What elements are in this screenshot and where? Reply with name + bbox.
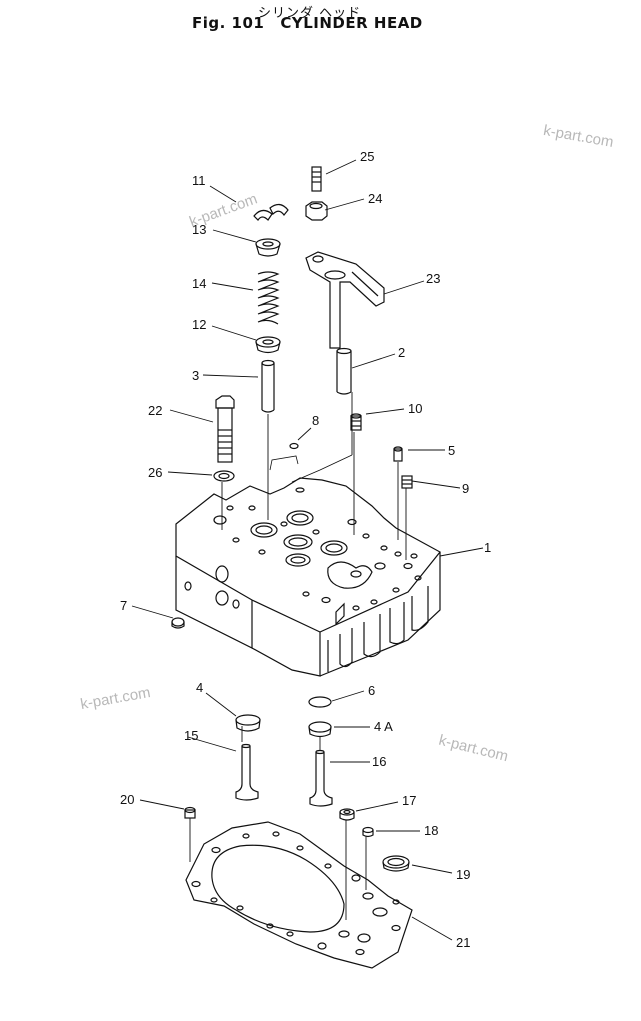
valve-spring-14	[257, 271, 280, 325]
spring-seat-12	[255, 336, 281, 354]
washer-26	[213, 470, 235, 482]
callout-21: 21	[456, 935, 471, 950]
callout-18: 18	[424, 823, 439, 838]
japanese-title: シリンダ ヘッド	[258, 6, 362, 21]
plug-17	[339, 808, 355, 821]
guide-2	[336, 347, 352, 395]
plug-7	[171, 617, 185, 629]
callout-26: 26	[148, 465, 163, 480]
callout-2: 2	[398, 345, 406, 360]
head-gasket-21	[185, 821, 413, 969]
part-6	[308, 696, 332, 708]
leader-lines	[131, 159, 484, 941]
callout-25: 25	[360, 149, 375, 164]
callout-12: 12	[192, 317, 207, 332]
callout-8: 8	[312, 413, 320, 428]
callout-14: 14	[192, 276, 207, 291]
callout-9: 9	[462, 481, 470, 496]
callout-13: 13	[192, 222, 207, 237]
plug-9	[401, 475, 413, 489]
figure-title: Fig. 101 CYLINDER HEAD	[192, 14, 423, 32]
callout-1: 1	[484, 540, 492, 555]
callout-5: 5	[448, 443, 456, 458]
figure-name: CYLINDER HEAD	[280, 14, 423, 32]
stud-25	[311, 166, 322, 192]
cylinder-head-1	[175, 477, 441, 677]
pin-8	[289, 442, 299, 450]
callout-16: 16	[372, 754, 387, 769]
seat-insert-4a	[308, 721, 332, 738]
callout-4: 4	[196, 680, 204, 695]
crosshead-23	[305, 251, 385, 349]
valve-16	[309, 749, 333, 807]
callout-15: 15	[184, 728, 199, 743]
figure-number: Fig. 101	[192, 14, 265, 32]
valve-guide-3	[261, 359, 275, 413]
collets-11	[253, 203, 289, 221]
callout-10: 10	[408, 401, 423, 416]
callout-3: 3	[192, 368, 200, 383]
callout-11: 11	[192, 173, 206, 188]
callout-22: 22	[148, 403, 163, 418]
callout-20: 20	[120, 792, 135, 807]
plug-18	[362, 826, 374, 838]
callout-17: 17	[402, 793, 417, 808]
retainer-13	[255, 238, 281, 257]
valve-15	[235, 743, 259, 801]
callout-4a: 4 A	[374, 719, 393, 734]
seal-10	[350, 413, 362, 431]
callout-24: 24	[368, 191, 383, 206]
seat-insert-4	[235, 714, 261, 732]
plug-20	[184, 806, 196, 819]
nut-24	[305, 201, 328, 221]
bolt-22	[215, 395, 235, 463]
seal-19	[382, 855, 410, 872]
callout-7: 7	[120, 598, 128, 613]
dowel-5	[393, 446, 403, 462]
callout-23: 23	[426, 271, 441, 286]
callout-19: 19	[456, 867, 471, 882]
callout-6: 6	[368, 683, 376, 698]
